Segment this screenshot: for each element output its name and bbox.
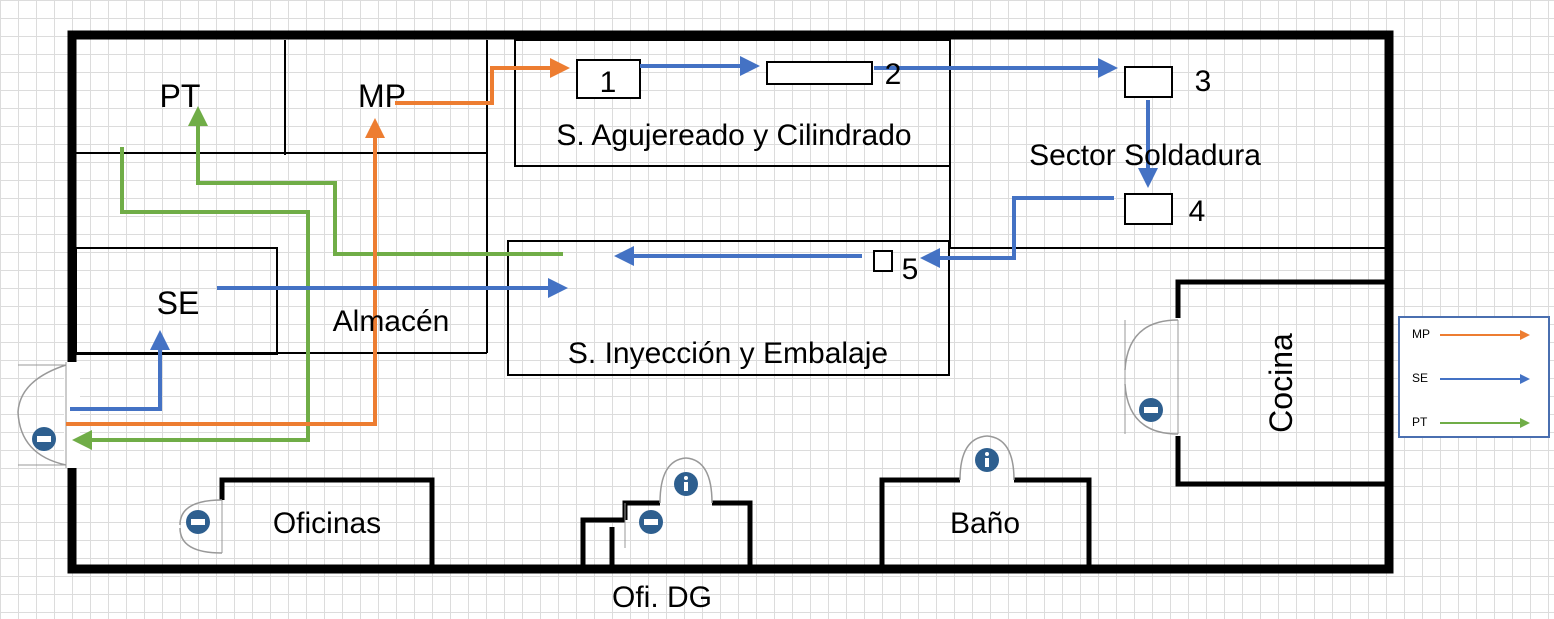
- info-icon: [674, 472, 698, 496]
- ofi-dg-label: Ofi. DG: [612, 581, 712, 614]
- door-icon: [1139, 398, 1163, 422]
- inyeccion-label: S. Inyección y Embalaje: [568, 337, 888, 370]
- soldadura-label: Sector Soldadura: [1029, 139, 1261, 172]
- interior-walls: [75, 39, 1385, 376]
- door-icon: [186, 510, 210, 534]
- station-2: [766, 61, 873, 85]
- station-3-label: 3: [1195, 65, 1212, 98]
- almacen-label: Almacén: [333, 305, 450, 338]
- stations: [576, 59, 1173, 272]
- agujereado-label: S. Agujereado y Cilindrado: [556, 119, 911, 152]
- se-label: SE: [157, 285, 200, 321]
- outer-walls: [67, 30, 1394, 574]
- station-4-label: 4: [1189, 195, 1206, 228]
- legend-se-arrow: [1440, 374, 1530, 384]
- oficinas-room: [179, 477, 435, 565]
- station-5-label: 5: [902, 253, 919, 286]
- legend-se-label: SE: [1412, 371, 1429, 385]
- ofi-dg-room: [580, 457, 753, 565]
- pt-label: PT: [160, 78, 201, 114]
- cocina-label: Cocina: [1263, 333, 1299, 433]
- mp-flow: [66, 58, 570, 426]
- station-2-label: 2: [885, 58, 902, 91]
- station-3: [1124, 66, 1173, 98]
- station-5: [873, 250, 893, 272]
- legend-item-pt: PT: [1400, 412, 1548, 434]
- bano-label: Baño: [950, 507, 1020, 540]
- door-icon: [32, 427, 56, 451]
- pt-flow: [72, 106, 563, 450]
- legend-item-mp: MP: [1400, 324, 1548, 346]
- legend-mp-label: MP: [1412, 327, 1430, 341]
- cocina-room: [1124, 279, 1385, 487]
- bano-room: [879, 435, 1092, 565]
- entrance-door[interactable]: [17, 362, 80, 468]
- door-icon: [639, 510, 663, 534]
- info-icon: [975, 448, 999, 472]
- legend: MP SE PT: [1398, 316, 1550, 438]
- legend-mp-arrow: [1440, 330, 1530, 340]
- legend-pt-label: PT: [1412, 415, 1428, 429]
- se-flow: [70, 56, 1158, 411]
- legend-pt-arrow: [1440, 418, 1530, 428]
- mp-label: MP: [358, 78, 406, 114]
- oficinas-label: Oficinas: [273, 507, 381, 540]
- station-4: [1124, 193, 1173, 225]
- station-1: [576, 59, 641, 99]
- station-1-label: 1: [600, 66, 617, 99]
- legend-item-se: SE: [1400, 368, 1548, 390]
